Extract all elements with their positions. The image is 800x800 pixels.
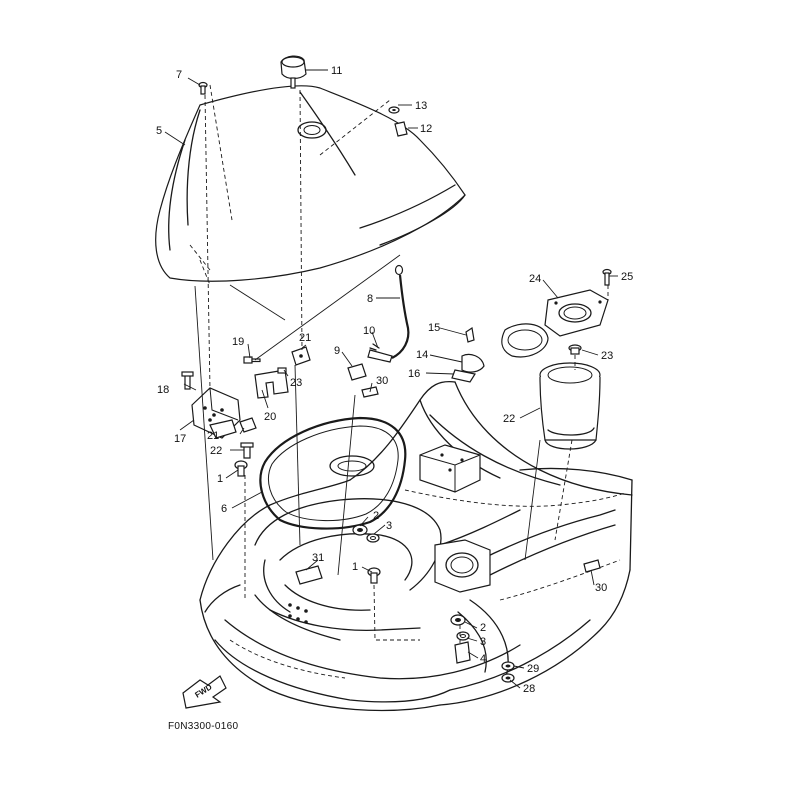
catch-9 <box>347 363 367 381</box>
callout-11: 11 <box>331 65 342 77</box>
cable-8 <box>367 264 410 363</box>
callout-19: 19 <box>232 336 244 348</box>
hull-deck <box>199 380 633 712</box>
callout-21-a: 21 <box>299 332 311 344</box>
washer-28 <box>501 673 515 683</box>
flange-26 <box>501 289 609 358</box>
callout-20: 20 <box>264 411 276 423</box>
seal-gasket-6 <box>259 416 407 530</box>
callout-1-a: 1 <box>217 473 223 485</box>
callout-10: 10 <box>363 325 375 337</box>
container-24 <box>539 362 601 450</box>
washer-2-a <box>352 524 368 536</box>
callout-9: 9 <box>334 345 340 357</box>
callout-labels: 7 11 13 12 5 8 10 9 15 14 16 25 24 23 22… <box>156 65 633 695</box>
pad-30-b <box>583 559 601 573</box>
callout-25: 23 <box>601 350 613 362</box>
callout-22-label: 22 <box>210 445 222 457</box>
callout-3-a: 3 <box>386 520 392 532</box>
washer-2-b <box>450 614 466 626</box>
callout-5: 5 <box>156 125 162 137</box>
callout-23-label: 23 <box>290 377 302 389</box>
callout-3-b: 3 <box>480 636 486 648</box>
screw-27 <box>602 268 612 286</box>
seat-cover <box>155 84 466 286</box>
callout-16: 16 <box>408 368 420 380</box>
callout-14: 14 <box>416 349 428 361</box>
callout-2-a: 2 <box>373 510 379 522</box>
washer-13 <box>388 106 400 114</box>
vent-holes <box>288 603 308 624</box>
callout-1-b: 1 <box>352 561 358 573</box>
callout-7: 7 <box>176 69 182 81</box>
callout-26: 24 <box>529 273 541 285</box>
callout-21-b: 21 <box>207 430 219 442</box>
light-parts <box>451 326 485 383</box>
bolt-1-b <box>367 567 381 584</box>
callout-8: 8 <box>367 293 373 305</box>
callout-12: 12 <box>420 123 432 135</box>
pad-31 <box>295 565 323 585</box>
callout-29-label: 29 <box>527 663 539 675</box>
grommet-4 <box>454 641 471 664</box>
fwd-arrow: FWD <box>182 675 227 709</box>
diagram-code: F0N3300-0160 <box>168 721 238 732</box>
washer-29 <box>501 661 515 671</box>
assembly-guides <box>204 89 609 645</box>
callout-2-b: 2 <box>480 622 486 634</box>
callout-30-a: 30 <box>376 375 388 387</box>
callout-15: 15 <box>428 322 440 334</box>
callout-13: 13 <box>415 100 427 112</box>
callout-4: 4 <box>480 653 486 665</box>
bolt-7 <box>198 81 208 95</box>
nut-3-b <box>456 631 470 641</box>
callout-27: 25 <box>621 271 633 283</box>
callout-17: 17 <box>174 433 186 445</box>
bolt-12 <box>394 121 408 137</box>
lock-11 <box>280 55 307 89</box>
cap-25 <box>568 344 582 355</box>
callout-30-b: 30 <box>595 582 607 594</box>
hinge-assembly <box>181 346 311 459</box>
callout-6: 6 <box>221 503 227 515</box>
callout-18: 18 <box>157 384 169 396</box>
nut-3-a <box>366 533 380 543</box>
callout-31: 31 <box>312 552 324 564</box>
callout-24: 22 <box>503 413 515 425</box>
bolt-1-a <box>234 460 248 477</box>
assembly-lines <box>194 254 541 576</box>
callout-28-label: 28 <box>523 683 535 695</box>
